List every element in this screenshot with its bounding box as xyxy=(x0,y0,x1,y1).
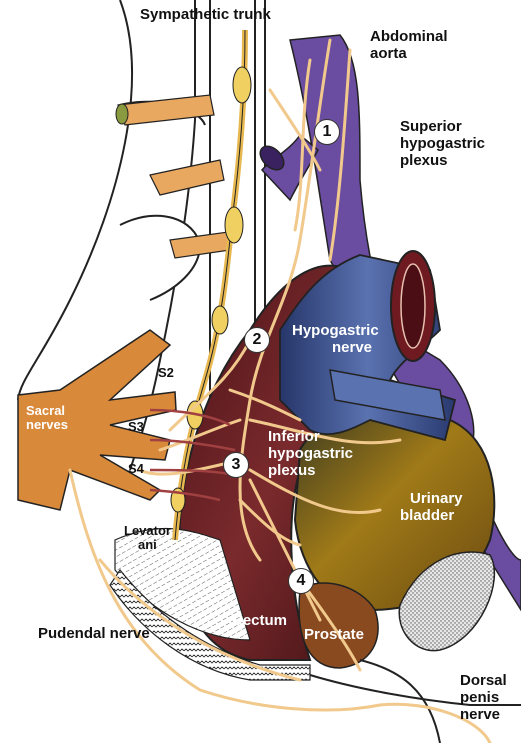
sympathetic-trunk-label: Sympathetic trunk xyxy=(140,6,271,23)
rectum-label: Rectum xyxy=(232,612,287,629)
marker-4: 4 xyxy=(288,568,314,594)
levator-ani-label: Levator ani xyxy=(124,524,171,552)
marker-3: 3 xyxy=(223,452,249,478)
dorsal-penis-nerve-label: Dorsal penis nerve xyxy=(460,672,507,723)
urinary-bladder-label: Urinary bladder xyxy=(400,490,463,524)
marker-2: 2 xyxy=(244,327,270,353)
inferior-hypogastric-plexus-label: Inferior hypogastric plexus xyxy=(268,428,353,479)
s3-label: S3 xyxy=(128,420,144,434)
s2-label: S2 xyxy=(158,366,174,380)
pudendal-nerve-label: Pudendal nerve xyxy=(38,625,150,642)
sacral-nerves-label: Sacral nerves xyxy=(26,404,68,432)
prostate-label: Prostate xyxy=(304,626,364,643)
hypogastric-nerve-label: Hypogastric nerve xyxy=(292,322,379,356)
superior-hypogastric-plexus-label: Superior hypogastric plexus xyxy=(400,118,485,169)
marker-1: 1 xyxy=(314,119,340,145)
s4-label: S4 xyxy=(128,462,144,476)
abdominal-aorta-label: Abdominal aorta xyxy=(370,28,448,62)
